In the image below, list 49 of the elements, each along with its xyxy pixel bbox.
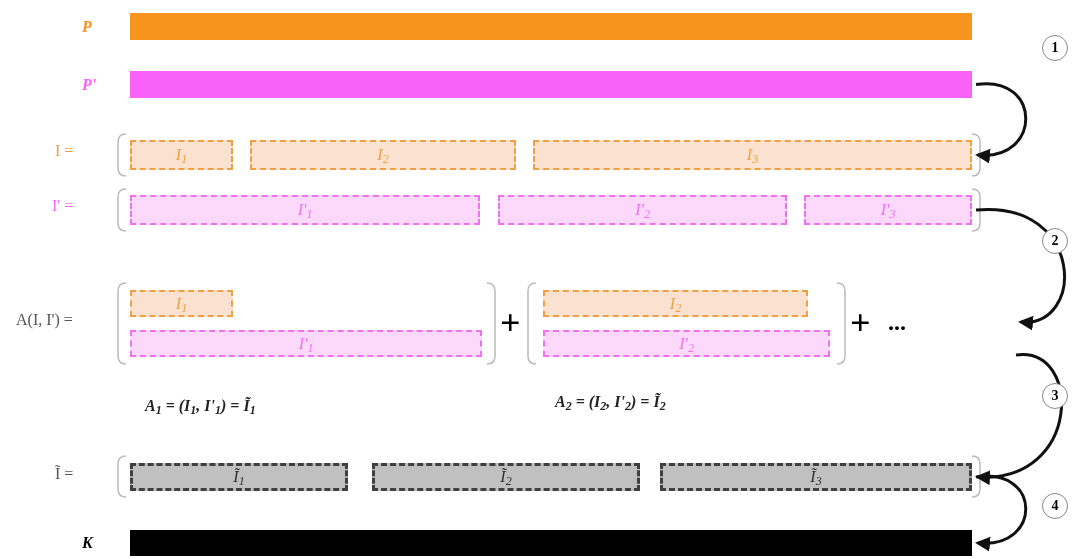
curved-arrow bbox=[975, 353, 1063, 484]
step-number: 2 bbox=[1042, 228, 1068, 254]
segment-box bbox=[130, 140, 233, 170]
segment-box bbox=[498, 195, 787, 225]
segment-label: I$_{2}$ bbox=[669, 295, 682, 312]
curved-arrow bbox=[976, 208, 1066, 329]
step-number: 4 bbox=[1042, 493, 1068, 519]
equation-label: I' = bbox=[52, 198, 74, 214]
segment-box bbox=[804, 195, 972, 225]
equation: A$_{2}$ = (I$_{2}$, I'$_{2}$) = Ĩ$_{2}$ bbox=[555, 394, 666, 410]
plus-sign: + bbox=[500, 305, 521, 341]
segment-box bbox=[130, 463, 348, 491]
step-number: 1 bbox=[1042, 35, 1068, 61]
segment-box bbox=[372, 463, 640, 491]
curved-arrow bbox=[975, 82, 1028, 163]
segment-box bbox=[543, 290, 808, 317]
equation-label: Ĩ = bbox=[55, 466, 74, 482]
segment-box bbox=[660, 463, 972, 491]
segment-label: I$_{1}$ bbox=[175, 147, 188, 163]
color-bar bbox=[130, 530, 972, 556]
segment-label: I'$_{2}$ bbox=[679, 335, 694, 352]
segment-label: I'$_{3}$ bbox=[880, 202, 896, 218]
segment-label: I'$_{1}$ bbox=[297, 202, 313, 218]
segment-box bbox=[533, 140, 972, 170]
segment-box bbox=[250, 140, 516, 170]
ellipsis: ... bbox=[888, 310, 906, 334]
color-bar bbox=[130, 13, 972, 40]
row-label: P bbox=[82, 18, 92, 35]
segment-label: I$_{1}$ bbox=[175, 295, 188, 312]
plus-sign: + bbox=[850, 305, 871, 341]
row-label: P' bbox=[82, 76, 97, 93]
step-number: 3 bbox=[1042, 383, 1068, 409]
equation-label: I = bbox=[55, 143, 74, 159]
row-label: K bbox=[82, 535, 93, 551]
segment-box bbox=[130, 195, 480, 225]
segment-label: Ĩ$_{3}$ bbox=[810, 469, 822, 485]
equation: A$_{1}$ = (I$_{1}$, I'$_{1}$) = Ĩ$_{1}$ bbox=[145, 398, 256, 414]
segment-label: I$_{3}$ bbox=[746, 147, 759, 163]
segment-box bbox=[130, 290, 233, 317]
curved-arrow bbox=[975, 474, 1028, 551]
segment-label: I'$_{1}$ bbox=[298, 335, 314, 352]
segment-label: Ĩ$_{1}$ bbox=[233, 469, 245, 485]
segment-label: I$_{2}$ bbox=[377, 147, 389, 163]
equation-label: A(I, I') = bbox=[16, 312, 73, 328]
segment-label: I'$_{2}$ bbox=[635, 202, 650, 218]
segment-box bbox=[130, 330, 482, 357]
segment-box bbox=[543, 330, 830, 357]
color-bar bbox=[130, 71, 972, 98]
segment-label: Ĩ$_{2}$ bbox=[500, 469, 512, 485]
